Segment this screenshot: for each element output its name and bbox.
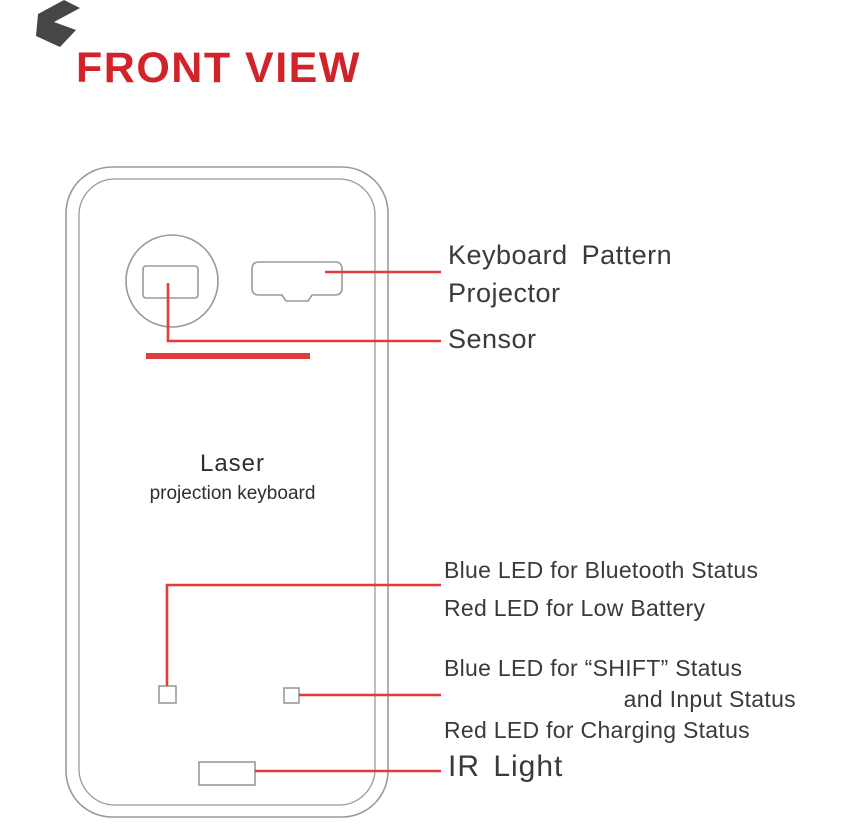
device-outline-outer	[65, 166, 389, 818]
callout-led-left-line2: Red LED for Low Battery	[444, 595, 706, 621]
callout-led-right-line3: Red LED for Charging Status	[444, 717, 750, 743]
projector-window	[251, 261, 343, 302]
device-name-line2: projection keyboard	[149, 483, 316, 504]
watermark-logo-icon	[36, 0, 80, 47]
device-name: Laser projection keyboard	[120, 450, 345, 505]
callout-sensor: Sensor	[448, 324, 537, 354]
callout-ir: IR Light	[448, 750, 564, 783]
led-left	[158, 685, 177, 704]
callout-led-right-line2: and Input Status	[623, 686, 796, 712]
device-outline-inner	[78, 178, 376, 806]
callout-led-right-line1: Blue LED for “SHIFT” Status	[444, 655, 743, 681]
callout-line-sensor	[166, 283, 441, 343]
callout-led-right: Blue LED for “SHIFT” Status and Input St…	[444, 653, 796, 746]
device-name-line1: Laser	[199, 450, 266, 477]
callout-projector: Keyboard Pattern Projector	[448, 236, 672, 312]
sensor-aperture	[142, 265, 199, 299]
page-title: FRONT VIEW	[76, 44, 361, 92]
led-right	[283, 687, 300, 704]
ir-light-window	[198, 761, 256, 786]
callout-projector-line2: Projector	[448, 278, 561, 308]
callout-projector-line1: Keyboard Pattern	[448, 240, 673, 270]
laser-slot	[146, 353, 310, 359]
callout-led-left-line1: Blue LED for Bluetooth Status	[444, 557, 759, 583]
callout-led-left: Blue LED for Bluetooth Status Red LED fo…	[444, 551, 758, 627]
callout-line-led-left	[165, 583, 441, 686]
